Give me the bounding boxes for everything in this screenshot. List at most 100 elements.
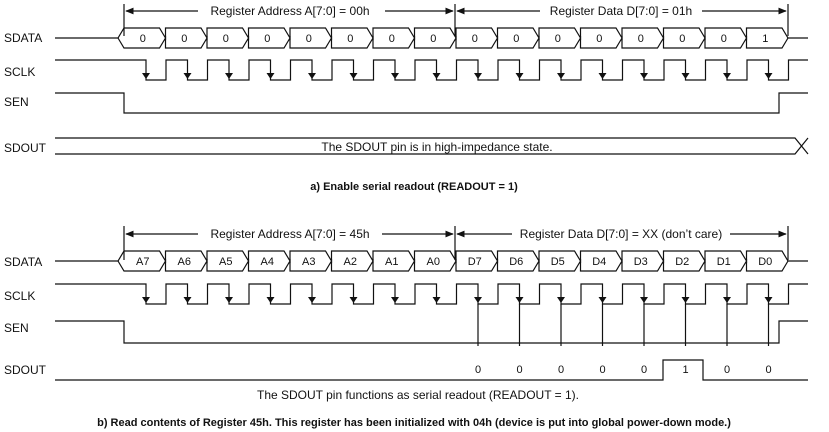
sdata-bit: 0 xyxy=(430,33,436,45)
sclk-falling-edge-arrow xyxy=(515,297,524,303)
sclk-line xyxy=(55,283,808,305)
sdata-bit: 0 xyxy=(513,33,519,45)
sclk-falling-edge-arrow xyxy=(183,297,192,303)
sdata-bit: D3 xyxy=(634,256,648,268)
sdata-bit: 0 xyxy=(347,33,353,45)
sen-label: SEN xyxy=(4,95,29,109)
sclk-falling-edge-arrow xyxy=(681,297,690,303)
sdata-bit: A6 xyxy=(178,256,191,268)
bus-lower-edge xyxy=(117,35,789,49)
caption-a: a) Enable serial readout (READOUT = 1) xyxy=(310,181,518,193)
address-bus-label: Register Address A[7:0] = 00h xyxy=(210,4,369,18)
sclk-falling-edge-arrow xyxy=(474,73,482,79)
sdata-bit: 0 xyxy=(389,33,395,45)
sclk-falling-edge-arrow xyxy=(391,73,399,79)
sdata-bit: D2 xyxy=(675,256,689,268)
sdata-bit: A5 xyxy=(219,256,232,268)
sclk-falling-edge-arrow xyxy=(225,73,233,79)
sdata-bit: A1 xyxy=(385,256,398,268)
bus-lower-edge xyxy=(117,258,789,272)
sclk-falling-edge-arrow xyxy=(640,73,648,79)
sclk-line xyxy=(55,59,808,81)
sclk-falling-edge-arrow xyxy=(474,297,482,303)
sclk-label: SCLK xyxy=(4,65,35,79)
sdout-label: SDOUT xyxy=(4,141,47,155)
sclk-falling-edge-arrow xyxy=(432,297,441,303)
sclk-falling-edge-arrow xyxy=(183,73,192,79)
sclk-waveform xyxy=(55,59,808,81)
sdata-bit: 0 xyxy=(306,33,312,45)
sdata-bit: 0 xyxy=(596,33,602,45)
sclk-waveform xyxy=(55,283,808,305)
sclk-falling-edge-arrow xyxy=(349,73,358,79)
readout-value: 0 xyxy=(558,364,564,376)
panel-b: SDATA SCLK SEN SDOUT Register Address A[… xyxy=(4,226,808,429)
sdata-bit: 0 xyxy=(638,33,644,45)
sdata-bit: 0 xyxy=(264,33,270,45)
readout-value: 0 xyxy=(724,364,730,376)
sclk-falling-edge-arrow xyxy=(308,73,316,79)
sdata-bit: 1 xyxy=(762,33,768,45)
sdout-readout-note: The SDOUT pin functions as serial readou… xyxy=(257,388,579,402)
sclk-falling-edge-arrow xyxy=(681,73,690,79)
sclk-falling-edge-arrow xyxy=(266,73,275,79)
sclk-falling-edge-arrow xyxy=(764,73,773,79)
sdata-bit: 0 xyxy=(679,33,685,45)
sclk-falling-edge-arrow xyxy=(391,297,399,303)
sclk-falling-edge-arrow xyxy=(764,297,773,303)
sdata-bit: 0 xyxy=(472,33,478,45)
sen-waveform xyxy=(55,92,808,114)
sdata-bit: A2 xyxy=(344,256,357,268)
sclk-falling-edge-arrow xyxy=(432,73,441,79)
sclk-falling-edge-arrow xyxy=(557,73,565,79)
sclk-falling-edge-arrow xyxy=(308,297,316,303)
sdata-bit: D4 xyxy=(592,256,606,268)
sclk-falling-edge-arrow xyxy=(349,297,358,303)
sen-waveform xyxy=(55,320,808,344)
sdata-bit: 0 xyxy=(181,33,187,45)
sdata-bit: A0 xyxy=(427,256,440,268)
sdout-waveform xyxy=(55,359,808,381)
data-bus-label: Register Data D[7:0] = XX (don’t care) xyxy=(520,227,722,241)
readout-value: 0 xyxy=(475,364,481,376)
sdata-bit: 0 xyxy=(555,33,561,45)
panel-a: SDATA SCLK SEN SDOUT Register Address A[… xyxy=(4,4,809,193)
readout-value: 0 xyxy=(516,364,522,376)
sclk-falling-edge-arrow xyxy=(723,73,731,79)
sdata-bit: A3 xyxy=(302,256,315,268)
sclk-falling-edge-arrow xyxy=(598,297,607,303)
sclk-falling-edge-arrow xyxy=(723,297,731,303)
sdata-label: SDATA xyxy=(4,255,42,269)
sclk-falling-edge-arrow xyxy=(142,73,150,79)
sdata-bit: A7 xyxy=(136,256,149,268)
sclk-falling-edge-arrow xyxy=(640,297,648,303)
sdata-bit: D5 xyxy=(551,256,565,268)
sclk-falling-edge-arrow xyxy=(515,73,524,79)
readout-value: 1 xyxy=(682,364,688,376)
sdout-lower-line xyxy=(55,137,809,155)
sdata-bit: A4 xyxy=(261,256,274,268)
readout-value: 0 xyxy=(641,364,647,376)
sdata-bit: D1 xyxy=(717,256,731,268)
caption-b: b) Read contents of Register 45h. This r… xyxy=(97,417,731,429)
sdata-bit: D0 xyxy=(758,256,772,268)
sdout-hiz-note: The SDOUT pin is in high-impedance state… xyxy=(321,140,552,154)
sclk-falling-edge-arrow xyxy=(225,297,233,303)
sdata-bit: 0 xyxy=(223,33,229,45)
sdata-label: SDATA xyxy=(4,31,42,45)
sdout-upper-line xyxy=(55,137,809,155)
data-bus-label: Register Data D[7:0] = 01h xyxy=(550,4,692,18)
sdata-bit: D6 xyxy=(509,256,523,268)
sdata-bit: 0 xyxy=(721,33,727,45)
sdout-label: SDOUT xyxy=(4,363,47,377)
readout-value: 0 xyxy=(765,364,771,376)
sen-label: SEN xyxy=(4,321,29,335)
address-bus-label: Register Address A[7:0] = 45h xyxy=(210,227,369,241)
sclk-falling-edge-arrow xyxy=(598,73,607,79)
sclk-falling-edge-arrow xyxy=(266,297,275,303)
sclk-falling-edge-arrow xyxy=(142,297,150,303)
